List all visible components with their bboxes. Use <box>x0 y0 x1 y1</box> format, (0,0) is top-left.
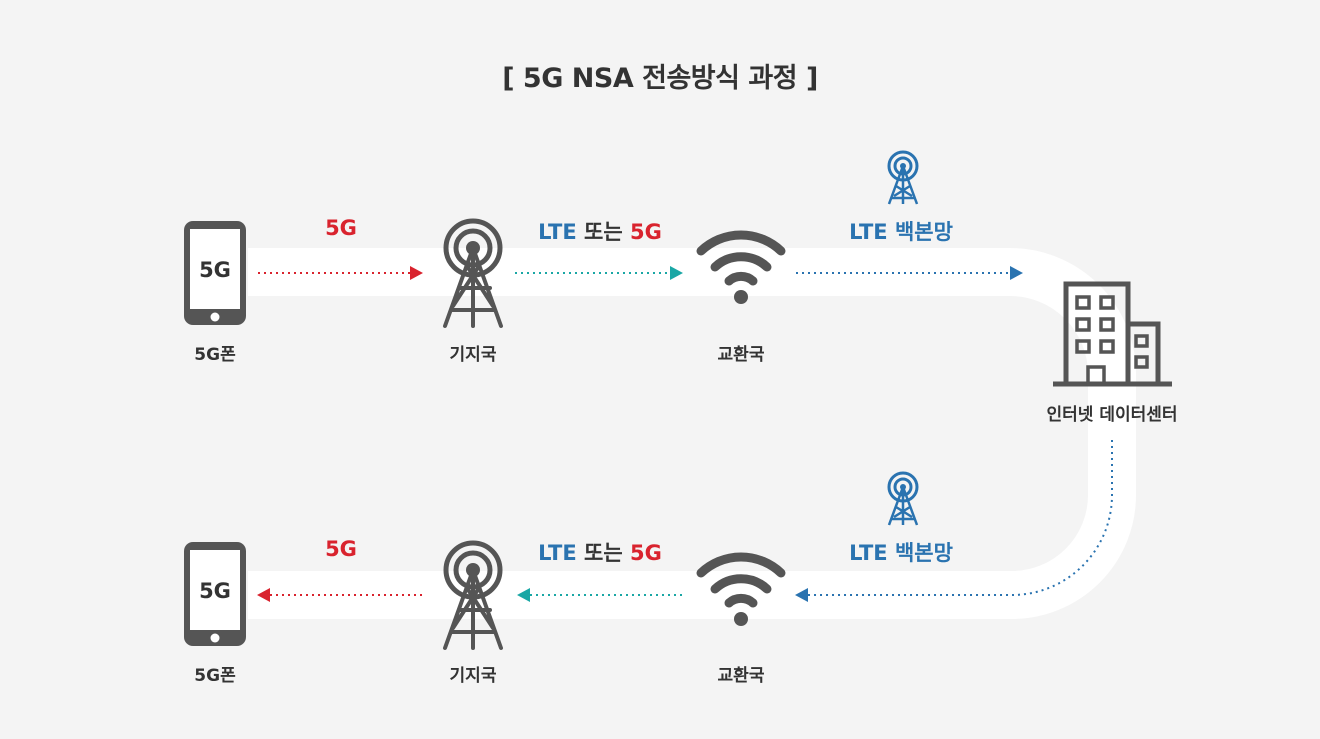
lte-backbone-label: LTE 백본망 <box>849 216 953 246</box>
or-text: 또는 <box>584 220 623 244</box>
lte-text: LTE <box>538 220 577 244</box>
arrow-lte-or-5g-top <box>515 266 683 280</box>
link-5g-label: 5G <box>325 216 357 240</box>
arrow-5g-top <box>258 266 423 280</box>
track-path <box>248 248 1136 619</box>
or-text: 또는 <box>584 541 623 565</box>
backbone-text: 백본망 <box>894 220 953 244</box>
lte-backbone-label: LTE 백본망 <box>849 537 953 567</box>
exchange-caption: 교환국 <box>717 666 765 686</box>
diagram-title: [ 5G NSA 전송방식 과정 ] <box>502 63 818 94</box>
link-5g-label: 5G <box>325 537 357 561</box>
5g-text: 5G <box>629 220 662 244</box>
phone-screen-label: 5G <box>199 258 231 282</box>
datacenter-caption: 인터넷 데이터센터 <box>1046 405 1178 425</box>
backbone-text: 백본망 <box>894 541 953 565</box>
arrow-lte-backbone-top <box>796 266 1023 280</box>
link-lte-or-5g-label: LTE 또는 5G <box>538 216 662 246</box>
lte-text: LTE <box>849 541 888 565</box>
lte-text: LTE <box>849 220 888 244</box>
exchange-caption: 교환국 <box>717 345 765 365</box>
tower-caption: 기지국 <box>449 666 497 686</box>
lte-text: LTE <box>538 541 577 565</box>
antenna-icon <box>887 150 919 206</box>
link-lte-or-5g-label: LTE 또는 5G <box>538 537 662 567</box>
phone-caption: 5G폰 <box>194 666 236 686</box>
arrow-lte-or-5g-bottom <box>517 588 683 602</box>
phone-caption: 5G폰 <box>194 345 236 365</box>
antenna-icon <box>887 471 919 527</box>
5g-text: 5G <box>629 541 662 565</box>
arrow-return-curve <box>795 440 1113 602</box>
phone-screen-label: 5G <box>199 579 231 603</box>
building-icon <box>1053 281 1172 387</box>
tower-caption: 기지국 <box>449 345 497 365</box>
arrow-5g-bottom <box>257 588 423 602</box>
